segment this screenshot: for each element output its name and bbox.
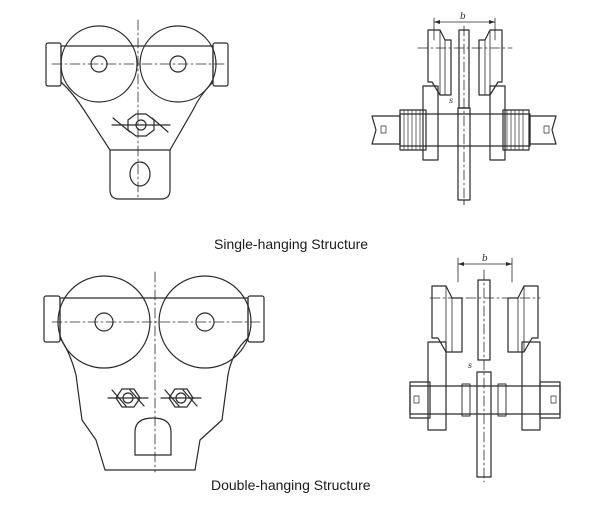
single-side-right-wheel <box>478 29 503 96</box>
single-hook-hole <box>129 161 151 187</box>
single-left-side-plate <box>45 42 62 87</box>
double-hook-opening <box>134 417 172 456</box>
double-side-right-wheel <box>507 285 539 353</box>
single-dimension-s-label: s <box>449 96 453 105</box>
double-side-view: b s <box>409 254 561 483</box>
double-left-nut-icon <box>107 388 149 408</box>
single-front-view <box>45 19 229 200</box>
double-dimension-b-label: b <box>482 254 488 264</box>
single-side-view: b s <box>371 12 557 206</box>
single-hanging-caption: Single-hanging Structure <box>214 236 368 252</box>
double-side-shaft <box>409 385 561 415</box>
single-right-spring <box>502 109 530 151</box>
single-right-end-nut <box>529 115 557 145</box>
double-dimension-s-label: s <box>468 361 472 370</box>
single-right-side-plate <box>212 42 229 87</box>
double-front-view <box>43 271 265 473</box>
double-side-right-plate <box>521 341 541 431</box>
double-body-outline <box>59 297 249 471</box>
double-hanging-caption: Double-hanging Structure <box>211 477 371 493</box>
double-hanging-plate <box>476 371 492 478</box>
single-side-shaft <box>399 113 531 147</box>
single-nut-icon <box>111 113 171 137</box>
single-left-end-nut <box>371 115 401 145</box>
double-right-nut-icon <box>160 388 202 408</box>
single-side-left-plate <box>422 85 439 161</box>
single-side-right-plate <box>489 85 506 161</box>
double-side-left-plate <box>427 341 447 431</box>
double-side-left-wheel <box>431 285 463 353</box>
single-side-left-wheel <box>427 29 452 96</box>
single-dimension-b-label: b <box>460 12 466 22</box>
single-hook-lug <box>109 149 171 200</box>
single-left-spring <box>399 109 427 151</box>
